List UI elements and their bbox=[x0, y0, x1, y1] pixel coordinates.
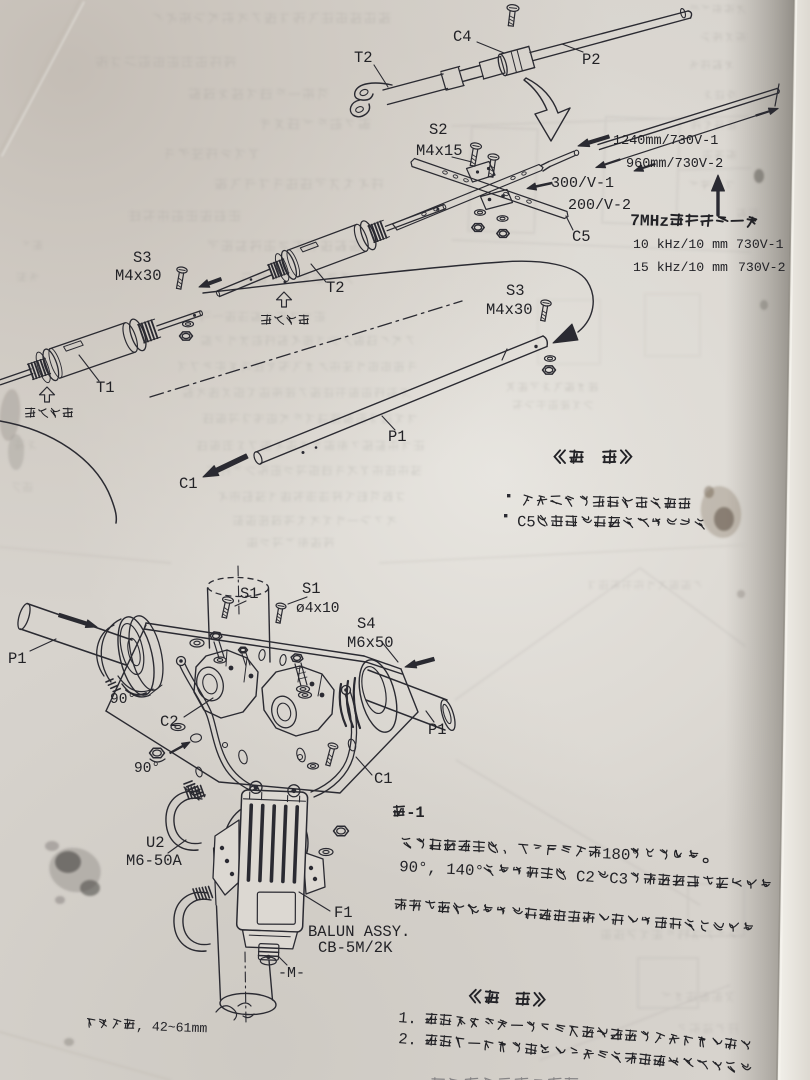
svg-text:C3: C3 bbox=[609, 870, 629, 889]
svg-text:730V-1: 730V-1 bbox=[736, 237, 784, 252]
svg-text:C4: C4 bbox=[453, 28, 472, 46]
svg-text:M4x30: M4x30 bbox=[486, 301, 533, 319]
svg-text:90°: 90° bbox=[134, 761, 160, 777]
svg-text:S4: S4 bbox=[357, 615, 376, 633]
svg-text:C1: C1 bbox=[374, 770, 393, 788]
svg-text:P1: P1 bbox=[388, 428, 407, 446]
svg-text:10 kHz/10 mm: 10 kHz/10 mm bbox=[633, 237, 728, 252]
svg-text:S1: S1 bbox=[240, 585, 259, 603]
svg-text:P2: P2 bbox=[582, 51, 601, 69]
svg-text:S2: S2 bbox=[429, 121, 448, 139]
svg-text:1240mm/730V-1: 1240mm/730V-1 bbox=[613, 134, 718, 149]
svg-text:T2: T2 bbox=[326, 279, 345, 297]
svg-text:T1: T1 bbox=[96, 379, 115, 397]
svg-text:1.: 1. bbox=[398, 1009, 418, 1028]
svg-text:C1: C1 bbox=[179, 475, 198, 493]
svg-text:ø4x10: ø4x10 bbox=[296, 601, 340, 617]
svg-text:C5: C5 bbox=[517, 513, 536, 531]
svg-text:M4x30: M4x30 bbox=[115, 267, 162, 285]
svg-text:960mm/730V-2: 960mm/730V-2 bbox=[626, 157, 723, 172]
svg-text:P1: P1 bbox=[8, 650, 27, 668]
svg-text:2.: 2. bbox=[398, 1030, 418, 1050]
svg-text:S3: S3 bbox=[506, 282, 525, 300]
svg-text:7MHz: 7MHz bbox=[630, 211, 670, 231]
svg-text:C2: C2 bbox=[160, 713, 179, 731]
svg-text:T2: T2 bbox=[354, 49, 373, 67]
svg-text:90°: 90° bbox=[110, 692, 136, 708]
svg-text:730V-2: 730V-2 bbox=[738, 260, 785, 275]
svg-text:-M-: -M- bbox=[278, 965, 305, 982]
svg-text:M4x15: M4x15 bbox=[416, 142, 463, 160]
svg-text:F1: F1 bbox=[334, 904, 353, 922]
svg-text:M6x50: M6x50 bbox=[347, 634, 394, 652]
svg-text:U2: U2 bbox=[146, 834, 165, 852]
svg-text:S1: S1 bbox=[302, 580, 321, 598]
svg-text:S3: S3 bbox=[133, 249, 152, 267]
svg-text:-1: -1 bbox=[406, 804, 424, 822]
svg-text:15 kHz/10 mm: 15 kHz/10 mm bbox=[633, 260, 728, 275]
svg-text:BALUN ASSY.: BALUN ASSY. bbox=[308, 923, 410, 941]
svg-text:, 42~61mm: , 42~61mm bbox=[136, 1019, 208, 1036]
svg-text:M6-50A: M6-50A bbox=[126, 852, 183, 870]
svg-text:P1: P1 bbox=[428, 721, 447, 739]
svg-text:C2: C2 bbox=[575, 868, 595, 887]
svg-text:C5: C5 bbox=[572, 228, 591, 246]
svg-text:90°, 140°: 90°, 140° bbox=[399, 858, 485, 881]
svg-text:300/V-1: 300/V-1 bbox=[551, 175, 614, 192]
svg-text:180°: 180° bbox=[602, 845, 640, 865]
svg-text:CB-5M/2K: CB-5M/2K bbox=[318, 939, 393, 957]
svg-text:200/V-2: 200/V-2 bbox=[568, 197, 631, 214]
